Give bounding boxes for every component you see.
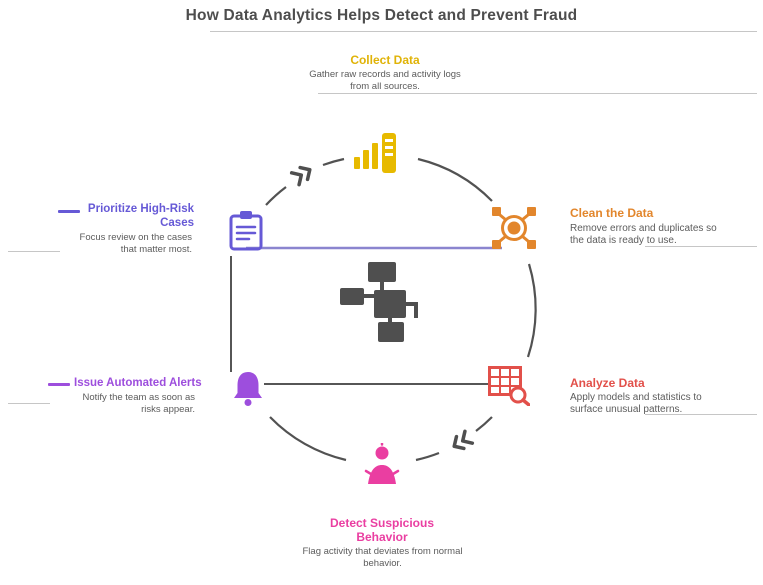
collect-data-heading: Collect Data [350,53,420,67]
diagram-title: How Data Analytics Helps Detect and Prev… [185,7,578,24]
person-alert-icon [362,442,402,490]
collect-underline [318,93,757,94]
prioritize-heading: Prioritize High-Risk Cases [87,203,194,229]
clean-data-description: Remove errors and duplicates so the data… [570,223,717,246]
title-underline [210,31,757,32]
alert-description: Notify the team as soon as risks appear. [82,392,195,415]
chord-lines [230,246,502,385]
clipboard-icon [228,211,264,256]
clean-underline [645,246,757,247]
clean-data-heading: Clean the Data [570,206,654,220]
analyze-data-description: Apply models and statistics to surface u… [570,392,702,415]
arrow-down-left-icon [452,429,475,451]
alert-heading-dash [48,383,70,386]
flow-arrows [289,165,475,451]
cycle-arcs [265,157,537,462]
prioritize-underline [8,251,60,252]
network-hub-icon [492,207,536,254]
bell-icon [230,369,266,412]
data-bars-icon [352,131,398,180]
analyze-underline [645,414,757,415]
prioritize-description: Focus review on the cases that matter mo… [79,232,192,255]
table-magnifier-icon [488,366,531,411]
arrow-up-right-icon [289,165,312,187]
detect-behavior-description: Flag activity that deviates from normal … [302,546,463,569]
collect-data-description: Gather raw records and activity logs fro… [309,69,461,92]
alert-underline [8,403,50,404]
alert-heading: Issue Automated Alerts [74,377,202,389]
workflow-icon [338,260,432,355]
prioritize-heading-dash [58,210,80,213]
detect-behavior-heading: Detect Suspicious Behavior [329,516,435,544]
analyze-data-heading: Analyze Data [570,376,645,390]
